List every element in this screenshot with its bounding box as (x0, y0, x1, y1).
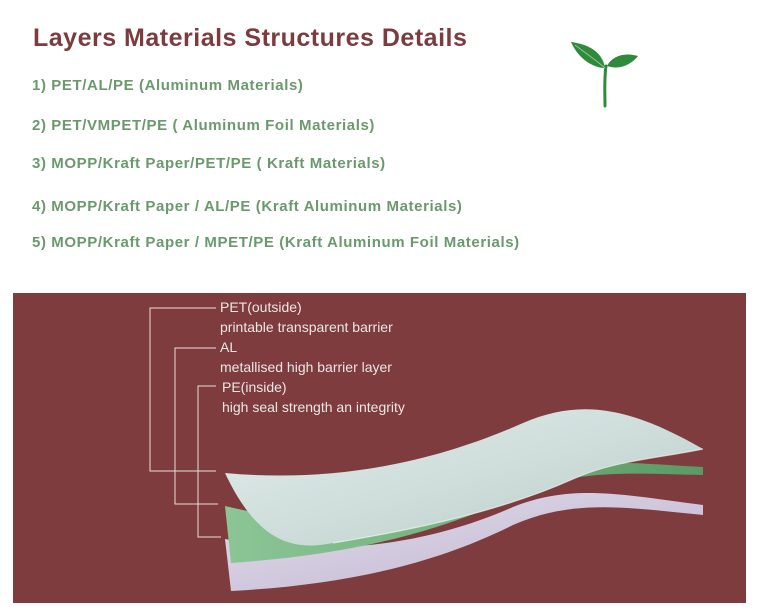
al-layer-description: metallised high barrier layer (220, 359, 392, 375)
material-item-1: 1) PET/AL/PE (Aluminum Materials) (32, 77, 304, 94)
pet-layer-name: PET(outside) (220, 299, 302, 315)
pe-layer (225, 492, 703, 591)
pe-layer-name: PE(inside) (222, 379, 287, 395)
material-item-3: 3) MOPP/Kraft Paper/PET/PE ( Kraft Mater… (32, 155, 386, 172)
pe-layer-description: high seal strength an integrity (222, 399, 405, 415)
pet-layer-description: printable transparent barrier (220, 319, 393, 335)
pe-bracket (197, 385, 221, 538)
material-item-2: 2) PET/VMPET/PE ( Aluminum Foil Material… (32, 117, 376, 134)
al-layer-name: AL (220, 339, 238, 355)
pet-layer (225, 409, 703, 546)
sprout-icon (568, 38, 640, 108)
page-title: Layers Materials Structures Details (33, 24, 468, 52)
layer-illustration (149, 307, 704, 591)
layer-structure-diagram: PET(outside) printable transparent barri… (13, 293, 746, 603)
pet-bracket (149, 307, 216, 472)
material-item-5: 5) MOPP/Kraft Paper / MPET/PE (Kraft Alu… (32, 234, 520, 251)
material-item-4: 4) MOPP/Kraft Paper / AL/PE (Kraft Alumi… (32, 198, 463, 215)
al-bracket (174, 347, 218, 505)
